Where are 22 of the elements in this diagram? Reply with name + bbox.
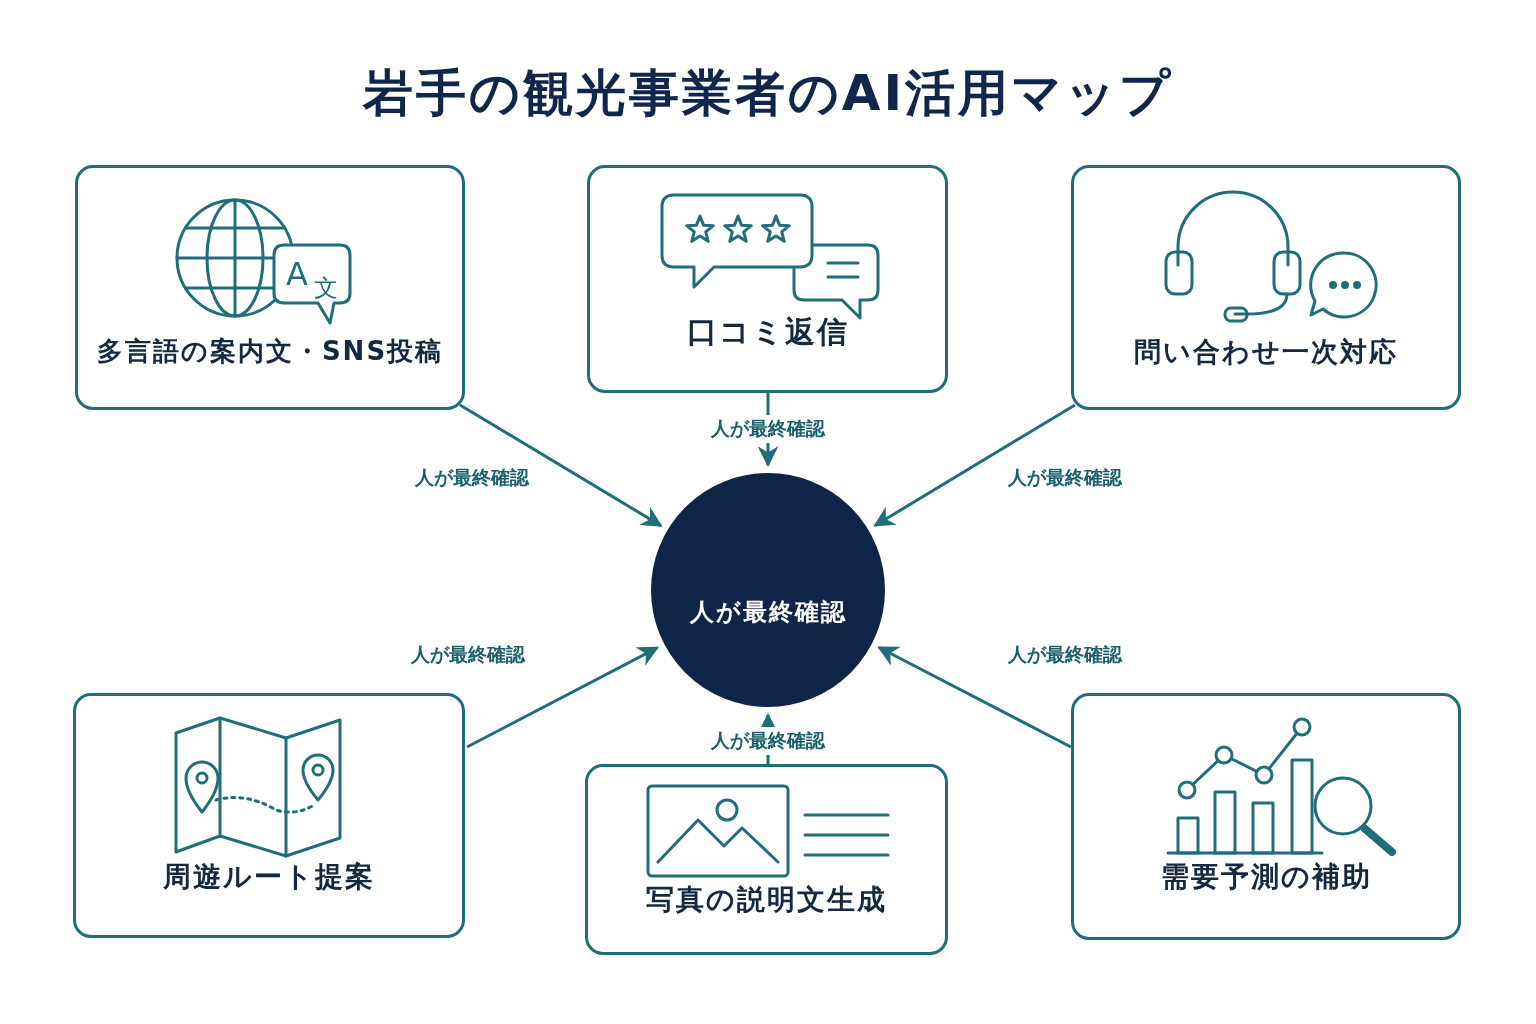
card-title: 問い合わせ一次対応 [1133, 334, 1399, 369]
card-title: 写真の説明文生成 [645, 882, 888, 919]
card-title: 需要予測の補助 [1159, 859, 1373, 896]
card-title: 多言語の案内文・SNS投稿 [95, 335, 445, 369]
card-title: 周遊ルート提案 [162, 859, 376, 896]
title: 岩手の観光事業者のAI活用マップ [361, 63, 1175, 124]
edge-label: 人が最終確認 [708, 415, 828, 443]
arrow [877, 646, 1072, 749]
edge-label: 人が最終確認 [708, 727, 828, 755]
use-case-card [73, 693, 465, 938]
arrow [459, 403, 663, 527]
use-case-card [1071, 165, 1461, 410]
card-title: 口コミ返信 [685, 313, 850, 351]
use-case-card [587, 165, 948, 393]
arrow [873, 403, 1076, 527]
card-title: 人が最終確認 [688, 596, 848, 628]
arrow [466, 646, 660, 749]
icon-glyph: 文 [314, 273, 338, 304]
use-case-card [1071, 693, 1461, 940]
use-case-card [75, 165, 465, 410]
use-case-card [585, 764, 948, 955]
icon-glyph: A [286, 255, 308, 293]
